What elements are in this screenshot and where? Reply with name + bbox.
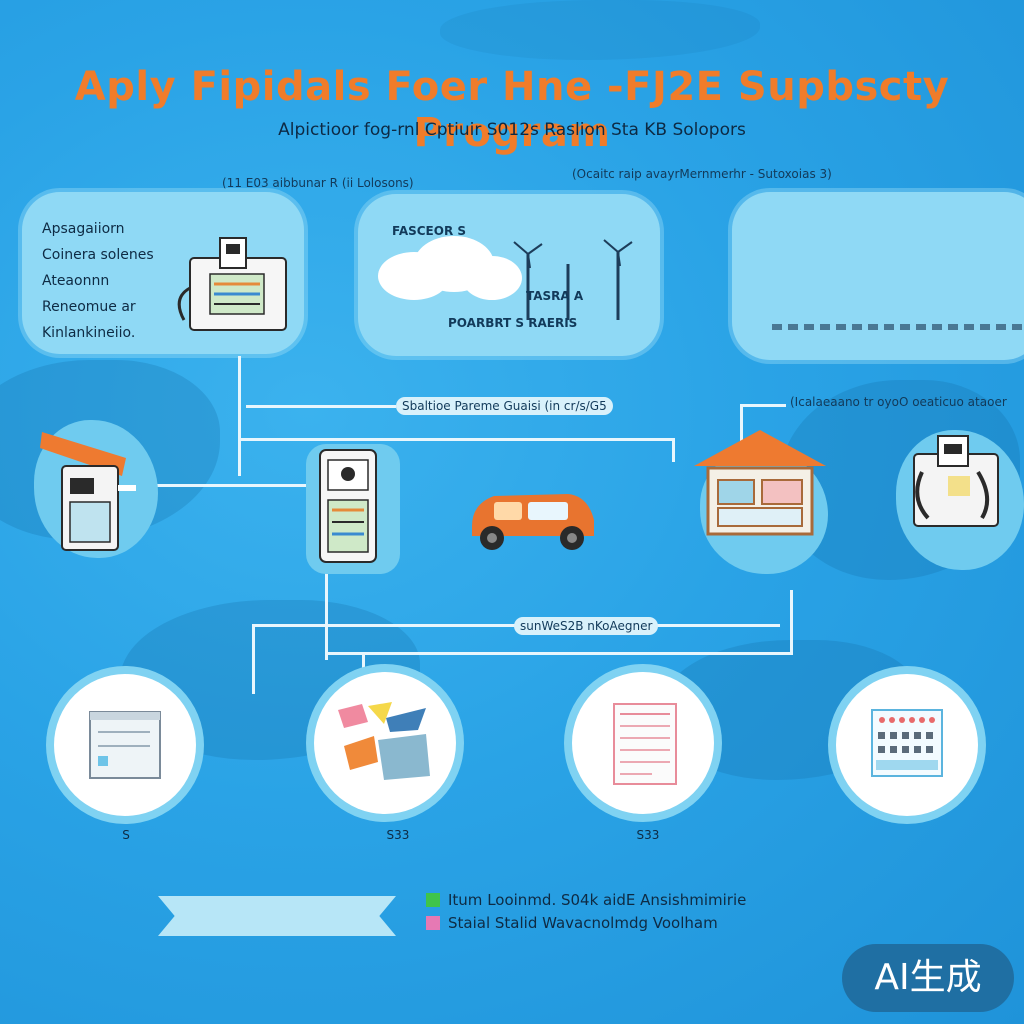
step-label: S33 (636, 828, 660, 842)
legend-swatch (426, 916, 440, 930)
wind-turbine-icon (513, 239, 633, 320)
step-circle (572, 672, 714, 814)
panel-middle: FASCEOR S TASRA A POARBRT S RAERIS (358, 194, 660, 356)
connector-line (132, 484, 316, 487)
step-circle (836, 674, 978, 816)
caption-top-right: (Ocaitc raip avayrMernmerhr - Sutoxoias … (572, 167, 832, 181)
ev-charger-icon (319, 449, 377, 563)
panel-middle-right-label: TASRA A (526, 289, 584, 303)
panel-middle-bottom-label: POARBRT S RAERIS (448, 316, 578, 330)
connector-line (790, 590, 793, 654)
panel-left-text: Apsagaiiorn Coinera solenes Ateaonnn Ren… (42, 216, 154, 346)
connector-line (325, 570, 328, 660)
panel-right-text-placeholder (772, 324, 1022, 330)
connector-line (740, 404, 743, 442)
legend-swatch (426, 893, 440, 907)
caption-top-left: (11 E03 aibbunar R (ii Lolosons) (222, 176, 414, 190)
car-icon (472, 494, 594, 550)
panel-right (732, 192, 1024, 360)
calendar-icon (871, 709, 943, 777)
panel-left-line: Kinlankineiio. (42, 325, 136, 341)
form-icon (89, 711, 161, 779)
legend-label: Staial Stalid Wavacnolmdg Voolham (448, 914, 718, 932)
connector-line (325, 652, 793, 655)
step-circle (54, 674, 196, 816)
connector-line (740, 404, 786, 407)
step-label: S33 (386, 828, 410, 842)
ev-charger-icon (40, 432, 136, 551)
caption-mid-right: (Icalaeaano tr oyoO oeaticuo ataoer (790, 395, 1007, 409)
step-circle (314, 672, 456, 814)
connector-line (252, 624, 255, 694)
map-pieces-icon (338, 702, 430, 780)
cloud-icon (378, 236, 522, 300)
connector-line (362, 652, 365, 674)
panel-left: Apsagaiiorn Coinera solenes Ateaonnn Ren… (22, 192, 304, 354)
ribbon-banner (158, 896, 396, 936)
step-label: S (122, 828, 130, 842)
panel-middle-top-label: FASCEOR S (392, 224, 467, 238)
caption-mid-left: Sbaltioe Pareme Guaisi (in cr/s/G5 (396, 397, 613, 415)
connector-line (672, 438, 675, 462)
ai-generated-badge: AI生成 (842, 944, 1014, 1012)
panel-left-line: Ateaonnn (42, 273, 110, 289)
panel-left-line: Coinera solenes (42, 247, 154, 263)
connector-line (238, 356, 241, 476)
legend-label: Itum Looinmd. S04k aidE Ansishmimirie (448, 891, 747, 909)
panel-left-line: Reneomue ar (42, 299, 136, 315)
connector-line (238, 438, 672, 441)
page-title: Aply Fipidals Foer Hne -FJ2E Supbscty Pr… (74, 64, 950, 156)
panel-left-line: Apsagaiiorn (42, 221, 125, 237)
page-subtitle: Alpictioor fog-rnl Cptiuir S012s Raslion… (278, 120, 746, 140)
caption-lower-center: sunWeS2B nKoAegner (514, 617, 659, 635)
document-icon (613, 703, 677, 785)
house-icon (694, 430, 826, 536)
connector-line (246, 405, 396, 408)
legend-item: Staial Stalid Wavacnolmdg Voolham (426, 914, 718, 932)
map-shape (440, 0, 760, 60)
ev-charger-icon (177, 237, 287, 331)
legend-item: Itum Looinmd. S04k aidE Ansishmimirie (426, 891, 746, 909)
ev-charger-icon (913, 435, 999, 527)
